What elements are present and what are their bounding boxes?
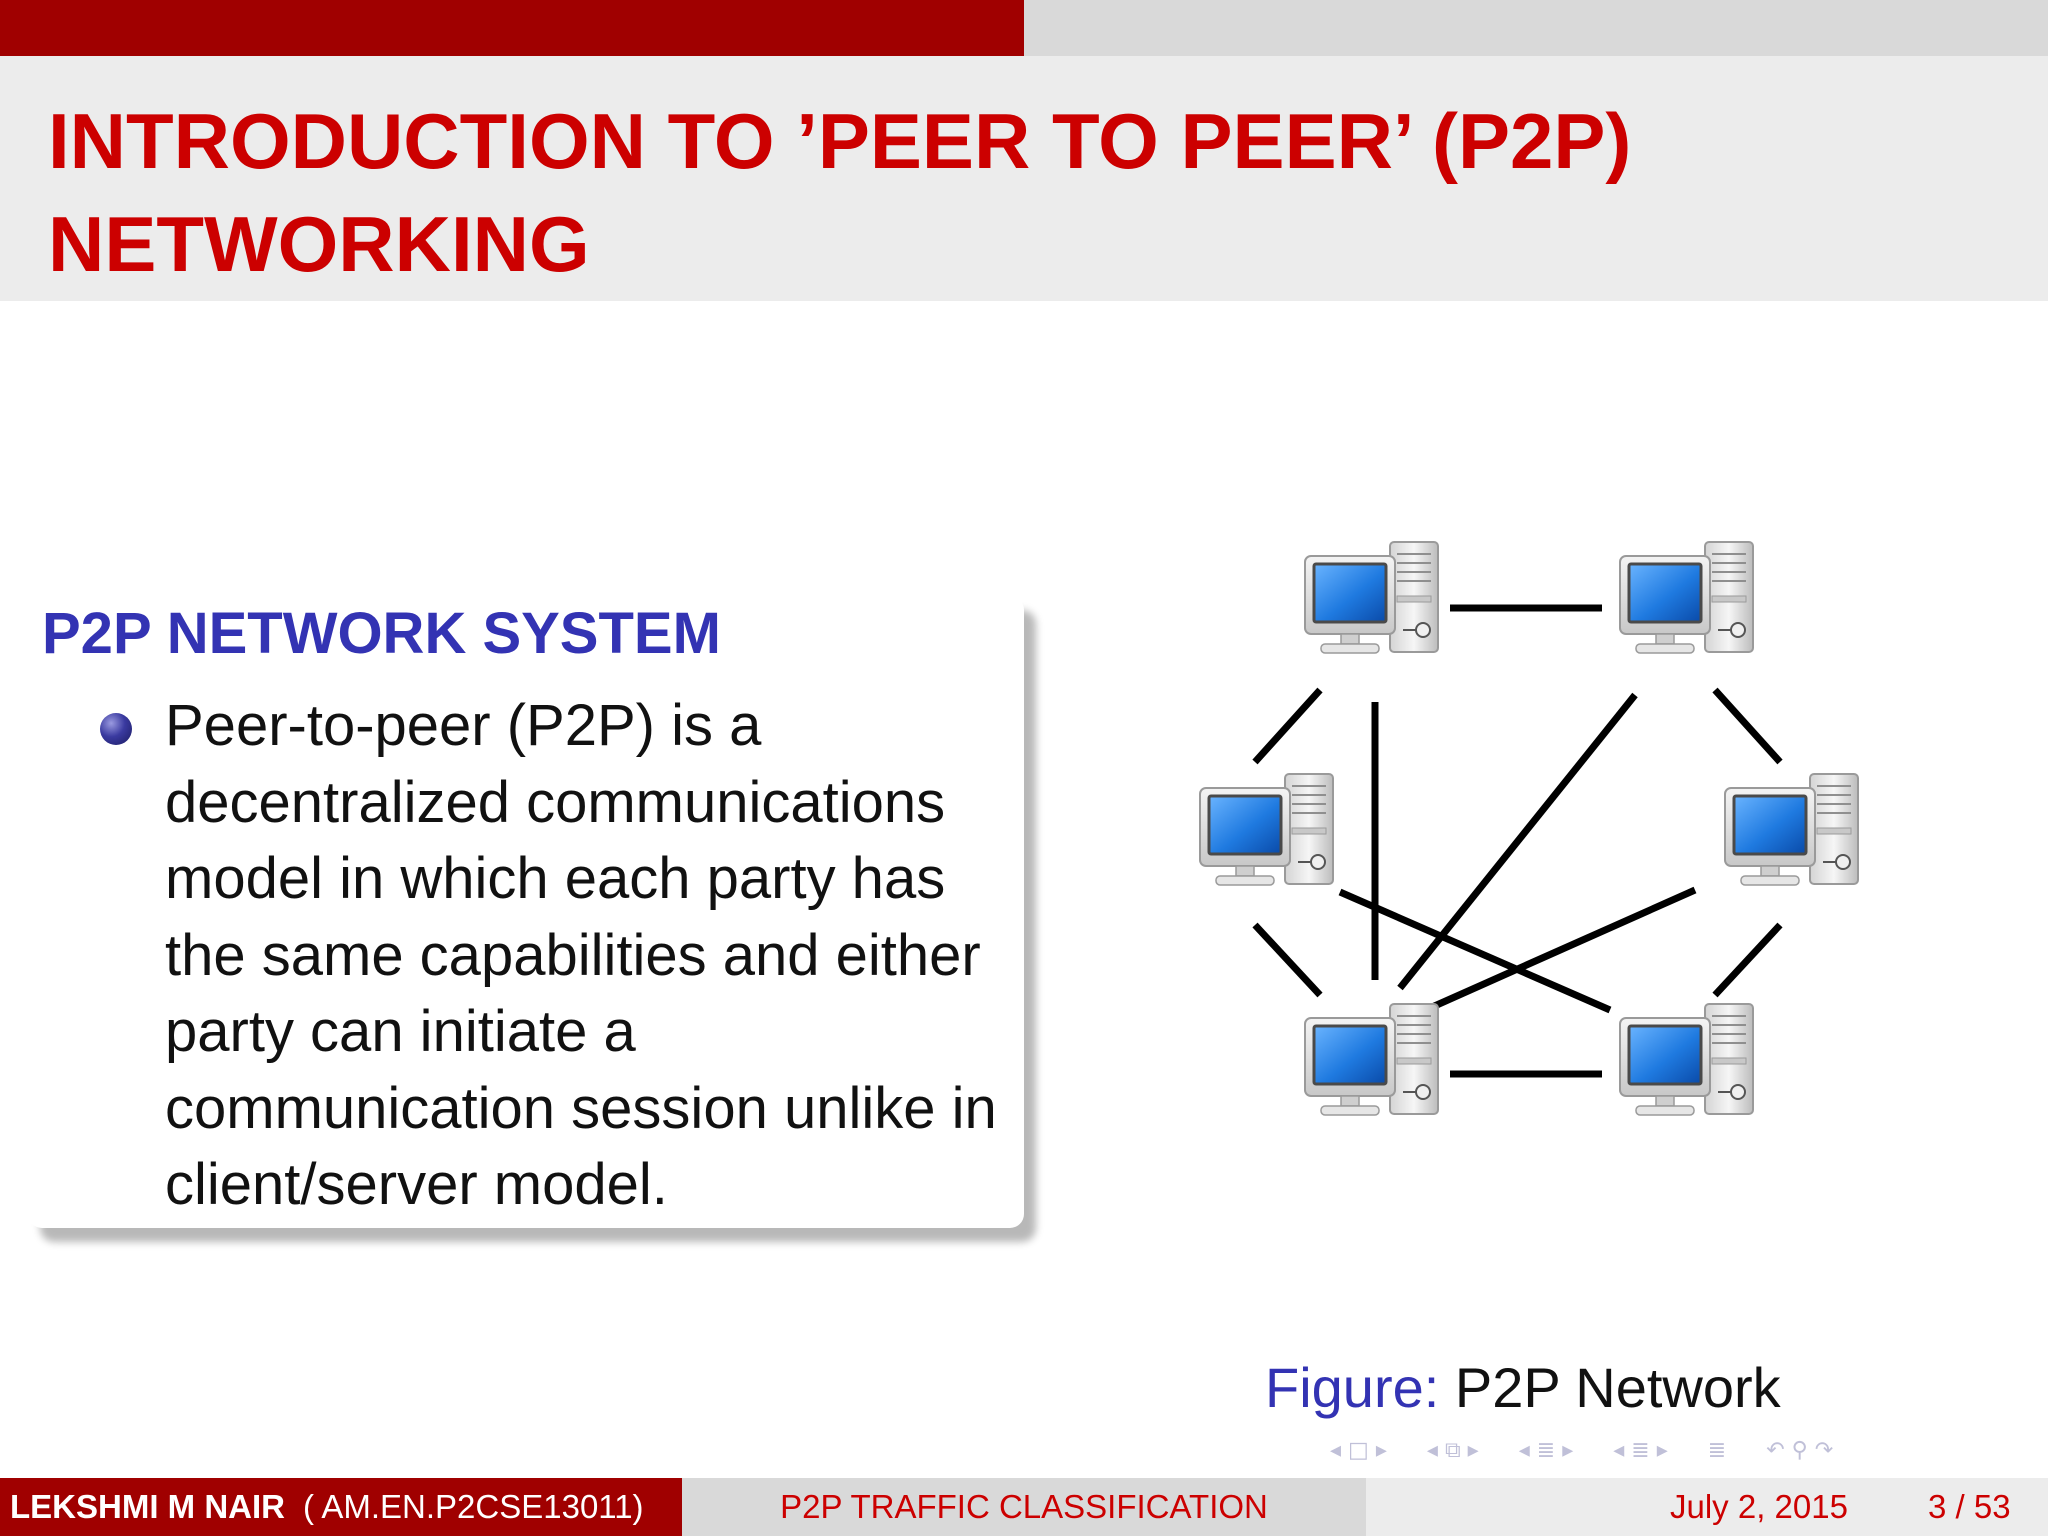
footer-author: LEKSHMI M NAIR	[10, 1488, 285, 1525]
footer-title: P2P TRAFFIC CLASSIFICATION	[682, 1478, 1366, 1536]
nav-section-icon[interactable]: ≣	[1631, 1437, 1650, 1463]
beamer-navigation-bar: ◂ □ ▸ ◂ ⧉ ▸ ◂ ≣ ▸ ◂ ≣ ▸ ≣ ↶ ⚲ ↷	[1330, 1430, 2030, 1470]
nav-next-icon[interactable]: ▸	[1467, 1437, 1479, 1463]
nav-next-icon[interactable]: ▸	[1562, 1437, 1574, 1463]
network-nodes	[1199, 541, 1859, 1116]
nav-next-icon[interactable]: ▸	[1656, 1437, 1668, 1463]
network-link-middle-left-bottom-right	[1338, 888, 1612, 1014]
nav-prev-icon[interactable]: ◂	[1613, 1437, 1625, 1463]
network-link-top-right-bottom-left	[1397, 692, 1638, 991]
footer-author-id: ( AM.EN.P2CSE13011)	[303, 1488, 644, 1525]
network-link-middle-right-bottom-left	[1428, 886, 1697, 1012]
nav-forward-icon[interactable]: ↷	[1814, 1437, 1834, 1463]
figure-caption-label: Figure:	[1265, 1356, 1440, 1419]
network-link-middle-left-bottom-left	[1252, 922, 1323, 998]
figure-caption-text: P2P Network	[1454, 1356, 1781, 1419]
nav-prev-icon[interactable]: ◂	[1330, 1437, 1342, 1463]
progress-bar-fill	[0, 0, 1024, 56]
slide-title: INTRODUCTION TO ’PEER TO PEER’ (P2P) NET…	[48, 97, 1632, 288]
desktop-computer-icon	[1304, 1003, 1439, 1116]
block-title: P2P NETWORK SYSTEM	[42, 601, 721, 666]
desktop-computer-icon	[1304, 541, 1439, 654]
network-link-top-right-middle-right	[1712, 687, 1783, 765]
footer-author-box: LEKSHMI M NAIR ( AM.EN.P2CSE13011)	[0, 1478, 682, 1536]
nav-back-icon[interactable]: ↶	[1766, 1437, 1785, 1463]
nav-frame-icon[interactable]: □	[1348, 1437, 1369, 1463]
title-band	[0, 56, 2048, 301]
nav-toc-icon[interactable]: ≣	[1707, 1437, 1727, 1463]
desktop-computer-icon	[1619, 541, 1754, 654]
nav-next-icon[interactable]: ▸	[1375, 1437, 1387, 1463]
desktop-computer-icon	[1619, 1003, 1754, 1116]
p2p-network-diagram	[1199, 541, 1859, 1116]
footer-right-box: July 2, 2015 3 / 53	[1366, 1478, 2048, 1536]
network-link-top-left-middle-left	[1252, 687, 1323, 765]
desktop-computer-icon	[1724, 773, 1859, 886]
desktop-computer-icon	[1199, 773, 1334, 886]
nav-section-icon[interactable]: ≣	[1536, 1437, 1556, 1463]
figure-caption: Figure: P2P Network	[1265, 1355, 1781, 1421]
nav-search-icon[interactable]: ⚲	[1791, 1437, 1808, 1463]
content-block	[28, 596, 1024, 1228]
network-link-middle-right-bottom-right	[1712, 922, 1783, 998]
network-links	[1252, 604, 1783, 1078]
footer: LEKSHMI M NAIR ( AM.EN.P2CSE13011) P2P TR…	[0, 1478, 2048, 1536]
nav-subsection-icon[interactable]: ⧉	[1444, 1437, 1461, 1463]
nav-prev-icon[interactable]: ◂	[1426, 1437, 1438, 1463]
bullet-ball-icon	[100, 713, 132, 745]
bullet-text: Peer-to-peer (P2P) is a decentralized co…	[165, 693, 997, 1217]
nav-prev-icon[interactable]: ◂	[1518, 1437, 1530, 1463]
footer-date: July 2, 2015	[1670, 1488, 1848, 1525]
footer-page-number: 3 / 53	[1928, 1488, 2011, 1525]
